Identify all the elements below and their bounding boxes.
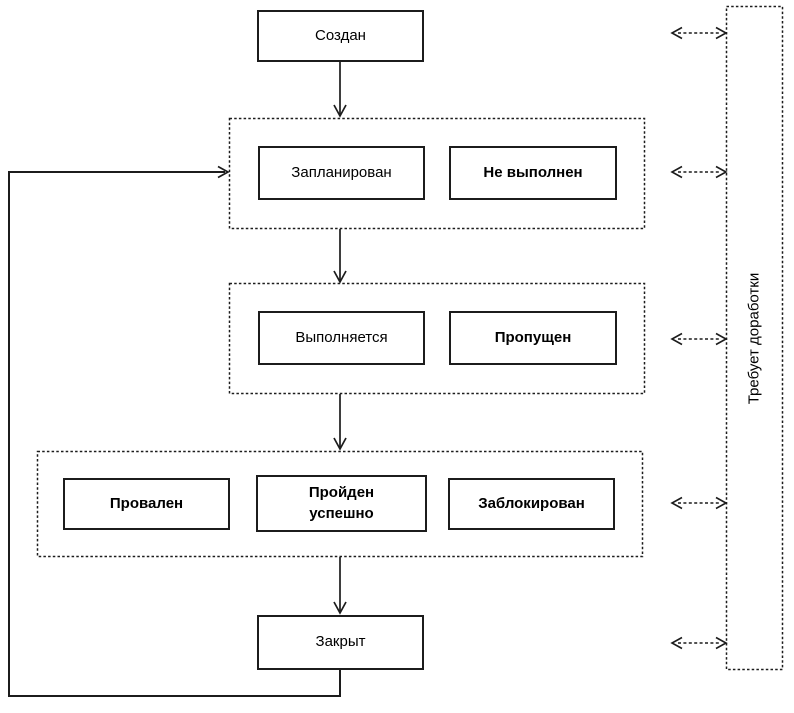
node-in-progress-label: Выполняется	[295, 328, 388, 346]
rework-arrow-created	[670, 26, 728, 40]
node-skipped: Пропущен	[449, 311, 617, 365]
node-blocked: Заблокирован	[448, 478, 615, 530]
rework-arrow-finished	[670, 496, 728, 510]
rework-arrow-closed	[670, 636, 728, 650]
node-planned-label: Запланирован	[291, 163, 392, 181]
node-passed: Пройден успешно	[256, 475, 427, 532]
node-skipped-label: Пропущен	[494, 328, 572, 346]
rework-panel: Требует доработки	[726, 6, 782, 670]
node-not-executed: Не выполнен	[449, 146, 617, 200]
rework-arrow-planned	[670, 165, 728, 179]
group-outline-finished	[36, 450, 644, 558]
arrow-running-to-finished	[333, 394, 347, 451]
arrow-created-to-planned	[333, 62, 347, 118]
node-created-label: Создан	[315, 26, 366, 44]
node-not-executed-label: Не выполнен	[483, 163, 583, 181]
rework-panel-label: Требует доработки	[745, 272, 763, 404]
node-failed-label: Провален	[109, 494, 184, 512]
node-failed: Провален	[63, 478, 230, 530]
node-closed-label: Закрыт	[315, 633, 366, 651]
rework-panel-outline	[725, 5, 784, 671]
arrow-finished-to-closed	[333, 557, 347, 615]
rework-arrow-running	[670, 332, 728, 346]
arrow-closed-loop-to-planned	[8, 165, 341, 697]
node-planned: Запланирован	[258, 146, 425, 200]
node-closed: Закрыт	[257, 615, 424, 670]
group-outline-running	[228, 282, 646, 395]
arrow-planned-to-running	[333, 229, 347, 284]
node-in-progress: Выполняется	[258, 311, 425, 365]
node-created: Создан	[257, 10, 424, 62]
group-outline-planned	[228, 117, 646, 230]
node-passed-label: Пройден успешно	[308, 484, 375, 522]
node-blocked-label: Заблокирован	[478, 494, 585, 512]
